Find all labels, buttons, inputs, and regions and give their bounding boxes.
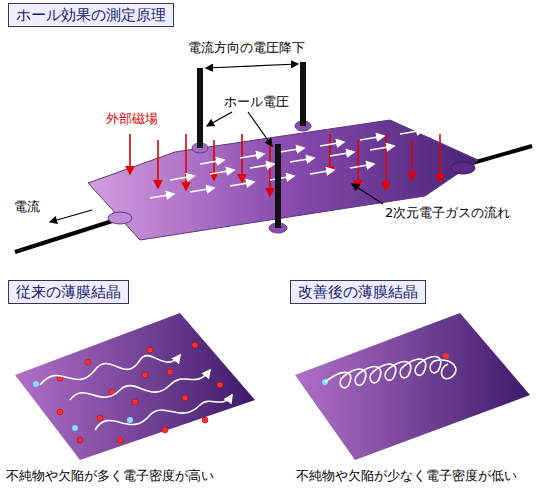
current-label: 電流: [14, 199, 40, 215]
impurity-dot: [57, 409, 63, 415]
electron-path: [40, 355, 180, 385]
impurity-dot: [443, 353, 449, 359]
flow-arrow: [200, 160, 224, 164]
impurity-dot: [85, 359, 91, 365]
field-arrow: [269, 140, 271, 196]
heading-text: 従来の薄膜結晶: [16, 283, 121, 301]
hall-voltage-label: ホール電圧: [224, 94, 289, 110]
voltage-drop-label: 電流方向の電圧降下: [188, 40, 305, 56]
dimension-arrow: [206, 64, 298, 68]
impurity-dot: [147, 347, 153, 353]
impurity-dot: [192, 342, 198, 348]
electron-flow-arrows: [150, 130, 424, 198]
flow-arrow: [190, 188, 214, 192]
hall-bar: [88, 120, 478, 240]
flow-arrow: [270, 176, 294, 180]
flow-arrow: [370, 146, 394, 150]
flow-arrow: [240, 154, 264, 158]
field-arrow: [129, 134, 131, 174]
title-box: ホール効果の測定原理: [8, 3, 174, 27]
field-arrow: [329, 134, 331, 174]
leader-line: [352, 184, 383, 204]
impurity-dot: [77, 437, 83, 443]
electron-path: [325, 357, 456, 388]
flow-arrow: [330, 152, 354, 156]
flow-arrow: [150, 194, 174, 198]
heading-box: 従来の薄膜結晶: [8, 280, 129, 304]
leader-line: [207, 112, 232, 126]
impurity-dot: [182, 395, 188, 401]
probe-post: [197, 68, 203, 148]
magnetic-field-arrows: [130, 134, 440, 196]
impurity-dot: [217, 382, 223, 388]
probe-post: [300, 62, 306, 126]
flow-arrow: [250, 164, 274, 168]
flow-arrow: [360, 136, 384, 140]
flow-arrow: [320, 142, 344, 146]
electron-path: [95, 395, 232, 430]
caption-text: 不純物や欠陥が多く電子密度が高い: [6, 468, 214, 484]
electrode: [451, 162, 475, 174]
flow-arrow: [230, 182, 254, 186]
electron-dot: [127, 417, 133, 423]
flow-label: 2次元電子ガスの流れ: [385, 205, 510, 221]
field-arrow: [411, 140, 413, 180]
field-arrow: [185, 134, 187, 190]
heading-box: 改善後の薄膜結晶: [290, 280, 426, 304]
flow-arrow: [310, 170, 334, 174]
field-arrow: [439, 134, 441, 182]
flow-arrow: [400, 130, 424, 134]
impurity-dot: [162, 427, 168, 433]
caption-text: 不純物や欠陥が少なく電子密度が低い: [296, 468, 517, 484]
flow-arrow: [350, 164, 374, 168]
heading-text: 改善後の薄膜結晶: [298, 283, 418, 301]
impurity-dot: [97, 415, 103, 421]
field-arrow: [385, 134, 387, 190]
impurity-dot: [117, 437, 123, 443]
magnetic-field-label: 外部磁場: [106, 111, 158, 127]
field-arrow: [157, 140, 159, 188]
leader-line: [248, 112, 272, 146]
impurity-dot: [132, 399, 138, 405]
flow-arrow: [280, 148, 304, 152]
crystal-plate: [15, 313, 255, 460]
impurity-dot: [202, 417, 208, 423]
electron-dot: [72, 425, 78, 431]
probe-post: [275, 144, 281, 228]
field-arrow: [357, 140, 359, 188]
impurity-dot: [142, 372, 148, 378]
electron-dot: [33, 381, 39, 387]
flow-arrow: [210, 170, 234, 174]
flow-arrow: [290, 158, 314, 162]
current-arrow: [50, 210, 92, 222]
electrode: [108, 212, 132, 224]
crystal-plate: [295, 313, 530, 460]
impurity-dots: [33, 342, 449, 443]
electron-path: [70, 370, 210, 400]
impurity-dot: [167, 369, 173, 375]
flow-arrow: [170, 176, 194, 180]
